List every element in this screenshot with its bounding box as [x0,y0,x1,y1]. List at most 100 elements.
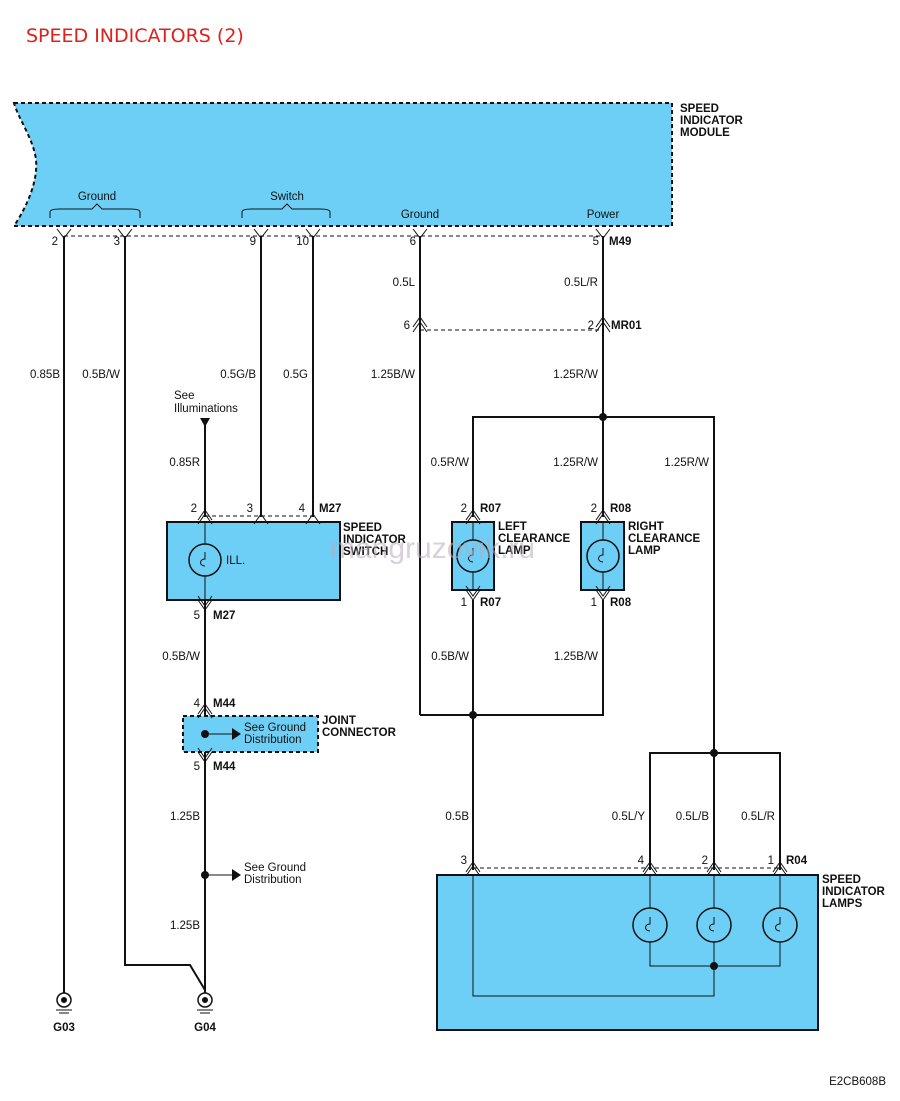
wire-label: 0.5B/W [162,651,200,663]
pin-label: 1 [768,855,774,867]
diagram-title: SPEED INDICATORS (2) [26,25,244,47]
pin-label: 2 [461,503,467,515]
wire-label: 0.5R/W [431,457,469,469]
ground-label: G03 [53,1022,75,1034]
ground-note-arrow [232,869,241,881]
left-clearance-lamp: 2 R07 1 R07 LEFT CLEARANCE LAMP [451,503,571,609]
group-label-ground-left: Ground [78,191,116,203]
wire-label: 1.25B [170,920,200,932]
wire-label: 0.85B [30,369,60,381]
switch-name-line1: SPEED [343,522,382,534]
right-lamp-name-line2: CLEARANCE [628,533,701,545]
joint-connector: See Ground Distribution 4 M44 5 M44 JOIN… [182,698,397,773]
speed-indicator-lamps: 3 4 2 1 R04 SPEED INDICATOR LAMPS [436,855,886,1031]
speed-indicator-module: SPEED INDICATOR MODULE Ground Switch Gro… [12,102,744,248]
splice-dot [469,711,477,719]
wires [63,236,781,993]
pin-label: 10 [296,236,309,248]
wire-label: 1.25B/W [554,651,598,663]
wire-label: 0.5G/B [220,369,256,381]
module-name-line2: INDICATOR [680,115,744,127]
pin-label: 4 [638,855,645,867]
wire-label: 0.5L/B [676,811,710,823]
left-lamp-name-line2: CLEARANCE [498,533,571,545]
switch-ill-label: ILL. [226,555,245,567]
pin-label: 1 [591,597,597,609]
pin-label: 4 [299,503,306,515]
speed-indicator-switch: ILL. 2 3 4 M27 5 M27 SPEED INDICATOR SWI… [166,503,407,622]
lamps-name-line3: LAMPS [822,898,863,910]
illumination-arrow [200,418,210,427]
lamps-name-line2: INDICATOR [822,886,886,898]
see-illuminations-line2: Illuminations [174,403,238,415]
pin-label: 2 [52,236,58,248]
module-name-line1: SPEED [680,103,719,115]
connector-r08-label-bottom: R08 [610,597,632,609]
wire-label: 1.25R/W [664,457,709,469]
lamp-bulb-icon [696,907,732,943]
diagram-code: E2CB608B [829,1076,886,1088]
left-lamp-name-line1: LEFT [498,521,527,533]
connector-m44-label: M44 [213,698,236,710]
wire-label: 0.5G [283,369,308,381]
lamps-name-line1: SPEED [822,874,861,886]
connector-r07-label-bottom: R07 [480,597,501,609]
pin-label: 2 [588,320,594,332]
wire-label: 0.5L [393,277,416,289]
pin-label: 5 [194,610,200,622]
splice-dot [599,413,607,421]
connector-chevron [595,316,611,328]
pin-label: 3 [461,855,467,867]
connector-m49-label: M49 [609,236,631,248]
splice-dot [201,871,209,879]
module-pin-chevrons [56,228,611,239]
connector-m27-label: M27 [319,503,341,515]
pin-label: 2 [191,503,197,515]
connector-r08-label: R08 [610,503,632,515]
pin-label: 5 [593,236,599,248]
joint-note-line2: Distribution [244,734,302,746]
pin-label: 5 [194,761,200,773]
wire-label: 1.25B/W [371,369,415,381]
ground-note-line1: See Ground [244,862,306,874]
joint-note-line1: See Ground [244,722,306,734]
lamp-bulb-icon [762,907,798,943]
wire-label: 0.85R [169,457,200,469]
pin-label: 2 [702,855,708,867]
connector-chevron [412,316,428,328]
wire-clearance-feed [472,416,715,753]
ground-icon [197,992,213,1008]
group-label-switch: Switch [270,191,304,203]
ground-icon [56,992,72,1008]
connector-r04-label: R04 [786,855,808,867]
ground-g04: G04 [194,992,216,1034]
connector-mr01-label: MR01 [611,320,642,332]
joint-arrow [232,728,241,740]
see-illuminations-line1: See [174,390,194,402]
wire-labels: 0.85B 0.5B/W 0.5G/B 0.5G 0.5L 0.5L/R 1.2… [30,277,775,932]
pin-label: 6 [404,320,410,332]
right-lamp-name-line3: LAMP [628,545,661,557]
connector-m27-label-bottom: M27 [213,610,235,622]
pin-label: 3 [247,503,253,515]
wire-label: 0.5L/R [741,811,775,823]
pin-label: 4 [194,698,201,710]
wire-label: 1.25R/W [553,457,598,469]
connector-mr01: 6 2 MR01 [404,316,642,333]
group-label-ground: Ground [401,209,439,221]
pin-label: 2 [591,503,597,515]
group-label-power: Power [587,209,620,221]
ground-g03: G03 [53,992,75,1034]
ground-note-line2: Distribution [244,874,302,886]
wire-label: 0.5B/W [82,369,120,381]
switch-name-line2: INDICATOR [343,534,407,546]
wire-label: 0.5L/Y [612,811,646,823]
left-lamp-name-line3: LAMP [498,545,531,557]
wire-label: 0.5B [445,811,469,823]
wire-05bw [124,236,206,991]
splice-points [201,413,718,879]
connector-chevron [595,321,611,333]
watermark: mangruzovik.ru [330,532,535,565]
wire-125bw-right [420,600,604,716]
